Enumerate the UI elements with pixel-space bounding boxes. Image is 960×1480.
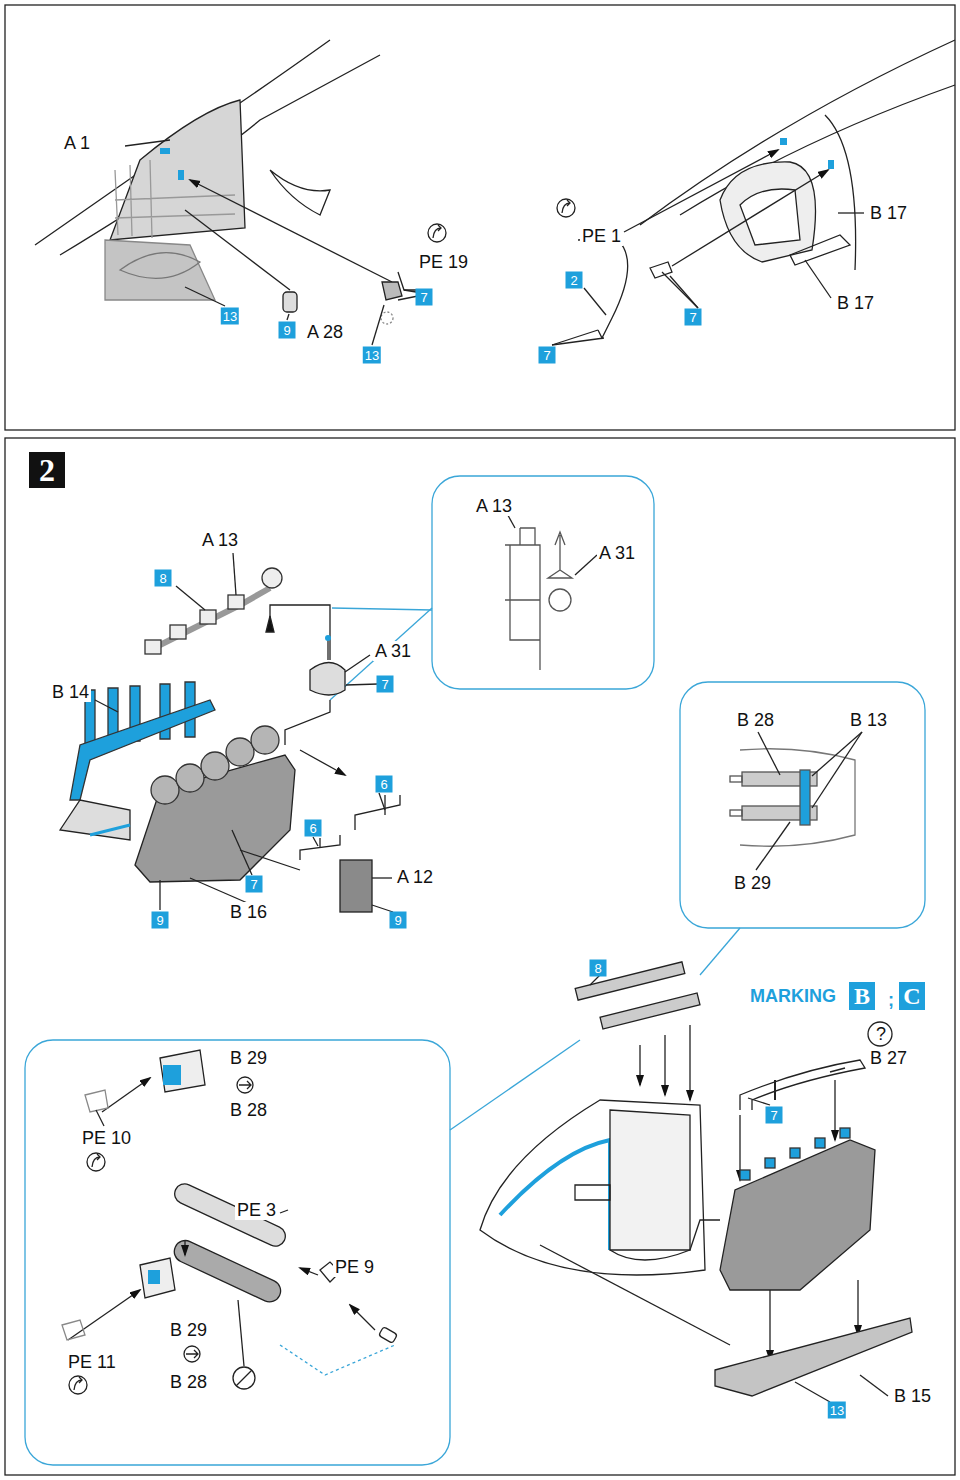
- callout-number: 2: [566, 272, 583, 289]
- number-text: 2: [39, 452, 55, 488]
- callout-number: 6: [376, 776, 393, 793]
- number-text: 2: [570, 273, 577, 288]
- number-text: 8: [159, 571, 166, 586]
- part-label: A 31: [373, 641, 413, 661]
- part-label: B 17: [868, 203, 909, 223]
- callout-number: 13: [363, 347, 381, 364]
- part-label: ?: [874, 1024, 888, 1044]
- callout-number: 7: [377, 676, 394, 693]
- callout-number: 9: [279, 322, 296, 339]
- callout-number: 8: [590, 960, 607, 977]
- part-label: PE 1: [580, 226, 623, 246]
- number-text: 13: [365, 348, 379, 363]
- part-label: B 29: [168, 1320, 209, 1340]
- callout-number: 13: [828, 1402, 846, 1419]
- number-text: 13: [830, 1403, 844, 1418]
- part-label: A 13: [474, 496, 514, 516]
- part-label: PE 19: [417, 252, 470, 272]
- part-label: A 13: [200, 530, 240, 550]
- number-text: 13: [223, 309, 237, 324]
- marking-label: MARKING: [748, 986, 838, 1006]
- callout-number: 7: [416, 289, 433, 306]
- part-label: PE 9: [333, 1257, 376, 1277]
- part-label: A 1: [62, 133, 92, 153]
- part-label: B 13: [848, 710, 889, 730]
- number-text: 7: [420, 290, 427, 305]
- part-label: PE 3: [235, 1200, 278, 1220]
- callout-number: 7: [685, 309, 702, 326]
- part-label: PE 10: [80, 1128, 133, 1148]
- callout-number: 9: [390, 912, 407, 929]
- callout-number: 13: [221, 308, 239, 325]
- part-label: A 31: [597, 543, 637, 563]
- part-label: B 28: [168, 1372, 209, 1392]
- callout-number: 7: [246, 876, 263, 893]
- part-label: B 28: [228, 1100, 269, 1120]
- number-text: 9: [394, 913, 401, 928]
- callout-number: 8: [155, 570, 172, 587]
- number-text: 8: [594, 961, 601, 976]
- number-text: C: [903, 983, 920, 1009]
- part-label: B 14: [50, 682, 91, 702]
- number-text: 7: [689, 310, 696, 325]
- number-text: B: [854, 983, 870, 1009]
- number-text: 7: [770, 1108, 777, 1123]
- callout-number: 6: [305, 820, 322, 837]
- part-label: A 12: [395, 867, 435, 887]
- part-label: B 16: [228, 902, 269, 922]
- marking-box: C: [899, 982, 925, 1010]
- part-label: B 17: [835, 293, 876, 313]
- callout-number: 9: [152, 912, 169, 929]
- number-text: 6: [380, 777, 387, 792]
- number-text: 9: [156, 913, 163, 928]
- part-label: B 29: [228, 1048, 269, 1068]
- callout-number: 7: [766, 1107, 783, 1124]
- marking-label: ;: [886, 990, 896, 1010]
- step-number: 2: [29, 452, 65, 488]
- part-label: B 28: [735, 710, 776, 730]
- number-text: 6: [309, 821, 316, 836]
- marking-box: B: [849, 982, 875, 1010]
- number-text: 7: [543, 348, 550, 363]
- number-text: 9: [283, 323, 290, 338]
- number-text: 7: [381, 677, 388, 692]
- part-label: B 29: [732, 873, 773, 893]
- part-label: PE 11: [66, 1352, 118, 1372]
- callout-number: 7: [539, 347, 556, 364]
- part-label: B 15: [892, 1386, 933, 1406]
- part-label: A 28: [305, 322, 345, 342]
- part-label: B 27: [868, 1048, 909, 1068]
- number-text: 7: [250, 877, 257, 892]
